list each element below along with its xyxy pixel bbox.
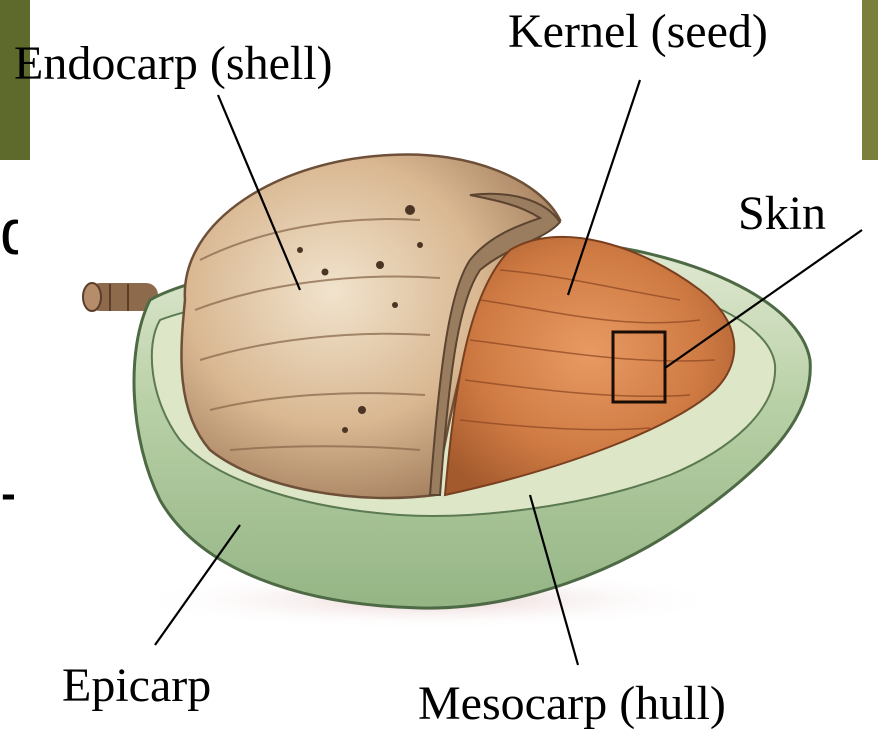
label-endocarp: Endocarp (shell)	[14, 40, 333, 88]
label-mesocarp: Mesocarp (hull)	[418, 680, 726, 728]
label-skin: Skin	[738, 190, 826, 238]
backdrop-right	[862, 0, 878, 160]
label-epicarp: Epicarp	[62, 662, 211, 710]
background-fragment-char: d	[0, 200, 18, 280]
label-kernel: Kernel (seed)	[508, 8, 768, 56]
background-fragment-dash: -	[0, 460, 14, 530]
